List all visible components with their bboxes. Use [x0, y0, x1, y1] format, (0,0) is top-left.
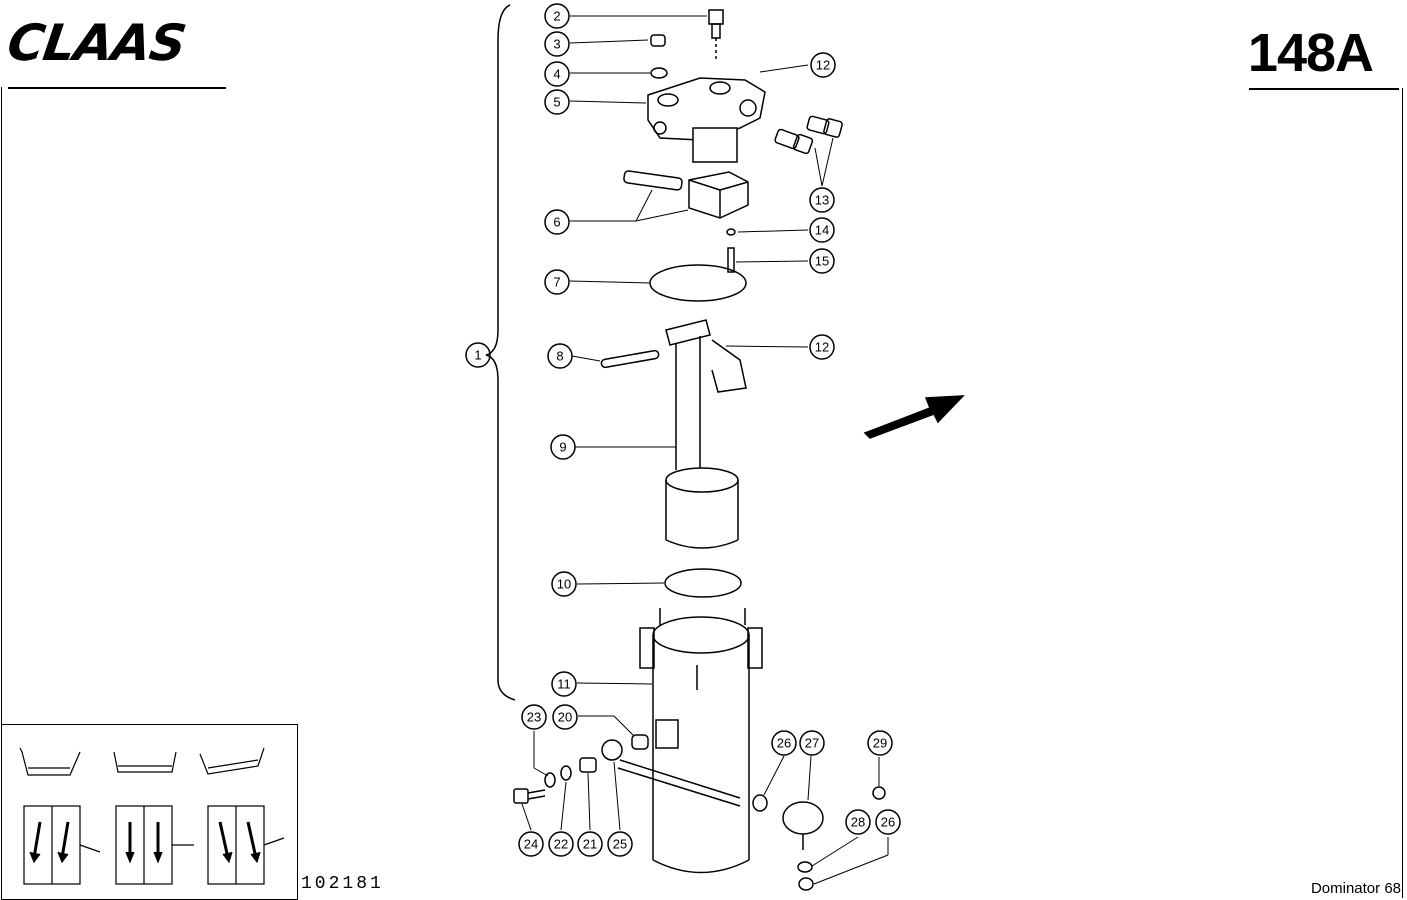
part-4-washer [650, 67, 668, 79]
part-7-gasket [649, 264, 747, 302]
callout-6: 6 [553, 215, 560, 230]
callout-27: 27 [805, 736, 819, 751]
callout-29: 29 [873, 736, 887, 751]
part-29-nut [872, 786, 886, 800]
header-profile-1 [19, 747, 81, 776]
part-8-pin [600, 349, 660, 369]
header-profile-3 [199, 747, 265, 775]
callout-26a: 26 [777, 736, 791, 751]
part-21-sleeve [579, 757, 597, 773]
callout-3: 3 [553, 37, 560, 52]
callout-20: 20 [558, 710, 572, 725]
part-11-filter-bowl [639, 608, 763, 874]
callout-26b: 26 [881, 815, 895, 830]
part-27-banjo [782, 801, 824, 850]
callout-9: 9 [559, 440, 566, 455]
part-3-nut [650, 34, 666, 47]
part-15-pin [727, 247, 735, 273]
callout-13: 13 [815, 193, 829, 208]
callout-circles [465, 3, 901, 857]
group-bracket [485, 4, 516, 701]
callout-4: 4 [553, 67, 560, 82]
callout-24: 24 [524, 837, 538, 852]
part-14-ring [726, 228, 736, 236]
callout-25: 25 [613, 837, 627, 852]
part-20-plug [631, 734, 649, 750]
callout-14: 14 [815, 223, 829, 238]
symbol-legend-graphics [19, 747, 285, 885]
callout-11: 11 [557, 677, 571, 692]
callout-23: 23 [527, 710, 541, 725]
callout-2: 2 [553, 9, 560, 24]
frame-right-line [1402, 88, 1403, 898]
callout-28: 28 [851, 815, 865, 830]
callout-15: 15 [815, 254, 829, 269]
direction-box-1 [23, 805, 101, 885]
direction-box-2 [115, 805, 194, 885]
drawing-number: 102181 [301, 874, 384, 894]
part-26b-nut [798, 877, 814, 891]
part-24-bolt [513, 788, 546, 804]
callout-12a: 12 [816, 58, 830, 73]
part-26-washer [752, 794, 768, 812]
header-rule-left [8, 87, 226, 89]
direction-box-3 [207, 805, 285, 885]
callout-22: 22 [554, 837, 568, 852]
model-name: Dominator 68 [1310, 880, 1401, 897]
callout-1: 1 [474, 348, 481, 363]
callout-12b: 12 [815, 340, 829, 355]
part-6-valve-block [623, 170, 749, 219]
part-23-washer [544, 772, 556, 788]
part-5-filter-head [647, 77, 766, 163]
header-profile-2 [113, 751, 177, 773]
part-13-adapters [774, 115, 843, 155]
callout-21: 21 [583, 837, 597, 852]
callout-8: 8 [556, 349, 563, 364]
part-10-o-ring [664, 568, 742, 598]
callout-5: 5 [553, 95, 560, 110]
part-28-washer [797, 861, 813, 873]
page-code: 148A [1247, 23, 1374, 83]
leader-lines [521, 15, 889, 885]
callout-7: 7 [553, 275, 560, 290]
part-22-washer [560, 765, 572, 781]
part-2-fitting [708, 9, 724, 60]
part-25-drain-tube [601, 739, 741, 807]
header-rule-right [1249, 88, 1399, 90]
direction-arrow [863, 395, 965, 439]
part-9-filter-element [665, 319, 747, 549]
callout-10: 10 [557, 577, 571, 592]
frame-left-line [1, 87, 2, 899]
